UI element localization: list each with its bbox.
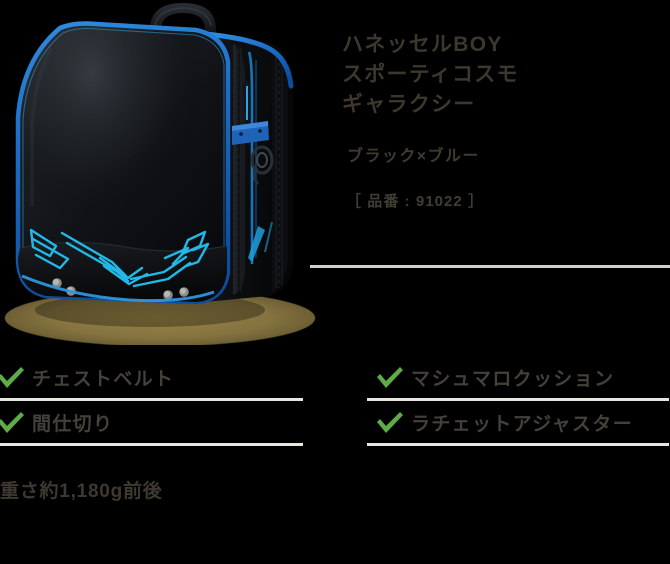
check-icon [0, 365, 26, 390]
product-code: ［ 品番 : 91022 ］ [346, 193, 485, 211]
check-icon [375, 410, 405, 435]
feature-label: チェストベルト [32, 368, 175, 390]
feature-label: ラチェットアジャスター [411, 413, 633, 435]
product-image[interactable] [0, 0, 330, 345]
feature-column-left: チェストベルト 間仕切り [0, 356, 303, 446]
panel-divider [310, 265, 670, 268]
bag-front-flap [15, 21, 231, 305]
bag-side-strap [232, 80, 274, 186]
bag-bottom-trim [21, 274, 215, 303]
feature-row: ラチェットアジャスター [367, 401, 669, 446]
bag-handle [150, 3, 216, 40]
product-title: ハネッセルBOY スポーティコスモ ギャラクシー [342, 33, 519, 116]
feature-row: 間仕切り [0, 401, 303, 446]
feature-list: チェストベルト 間仕切り マシュマロクッション [0, 356, 670, 446]
bag-cyan-graphic [29, 228, 210, 288]
bag-blue-trim-back [202, 31, 294, 89]
feature-column-right: マシュマロクッション ラチェットアジャスター [367, 356, 669, 446]
check-icon [375, 365, 405, 390]
feature-label: マシュマロクッション [411, 368, 615, 390]
bag-rivets [52, 278, 189, 300]
feature-row: チェストベルト [0, 356, 303, 401]
product-color: ブラック×ブルー [347, 148, 480, 166]
feature-row: マシュマロクッション [367, 356, 669, 401]
product-info: ハネッセルBOY スポーティコスモ ギャラクシー ブラック×ブルー ［ 品番 :… [342, 30, 670, 211]
check-icon [0, 410, 26, 435]
product-weight: 重さ約1,180g前後 [0, 481, 163, 502]
feature-label: 間仕切り [32, 413, 114, 435]
